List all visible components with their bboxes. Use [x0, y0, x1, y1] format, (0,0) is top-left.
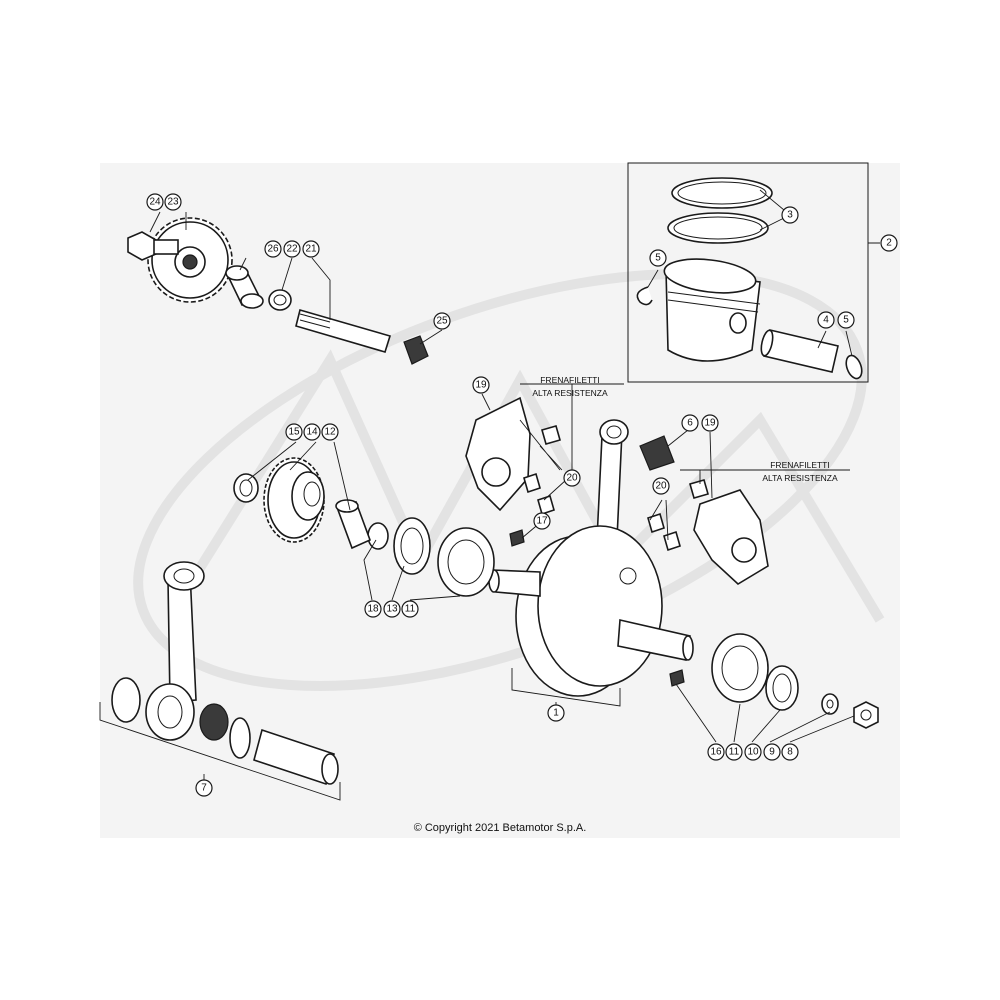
primary-gear	[147, 217, 233, 303]
callout-label: 3	[787, 210, 793, 221]
callout-label: 11	[729, 747, 740, 758]
callout-label: 1	[553, 708, 559, 719]
note-line2: ALTA RESISTENZA	[762, 473, 838, 483]
note-leaders	[149, 189, 880, 786]
callout: 25	[433, 312, 451, 330]
callout-label: 5	[655, 253, 661, 264]
gear-bolt	[127, 231, 179, 261]
callout-label: 4	[823, 315, 829, 326]
o-ring-left	[367, 522, 389, 550]
callout-label: 15	[288, 427, 300, 438]
callout: 9	[763, 743, 781, 761]
callout: 8	[781, 743, 799, 761]
crankshaft	[488, 525, 694, 707]
circlip-left	[636, 286, 653, 306]
oil-seal-right	[765, 665, 799, 711]
callout-label: 6	[687, 418, 693, 429]
callout-label: 19	[704, 418, 716, 429]
shaft-bushing	[225, 265, 264, 309]
piston-pin	[760, 329, 839, 373]
woodruff-key	[509, 529, 525, 547]
callout-label: 18	[367, 604, 379, 615]
callout: 23	[164, 193, 182, 211]
callout-label: 11	[405, 604, 416, 615]
callout: 16	[707, 743, 725, 761]
callout-label: 22	[286, 244, 298, 255]
callout-label: 14	[306, 427, 318, 438]
balancer-shaft	[295, 309, 392, 353]
note-line1: FRENAFILETTI	[540, 375, 600, 385]
callout-label: 16	[710, 747, 722, 758]
callout-label: 8	[787, 747, 793, 758]
callout: 7	[195, 779, 213, 797]
callout-label: 26	[267, 244, 279, 255]
note-line1: FRENAFILETTI	[770, 460, 830, 470]
callout: 20	[652, 477, 670, 495]
callout: 10	[744, 743, 762, 761]
piston-ring	[667, 177, 773, 244]
callout: 13	[383, 600, 401, 618]
callout-label: 10	[747, 747, 759, 758]
callout: 11	[725, 743, 743, 761]
callout-label: 25	[436, 316, 448, 327]
washer-right	[821, 693, 839, 715]
callout: 5	[837, 311, 855, 329]
callout: 20	[563, 469, 581, 487]
callout: 1	[547, 704, 565, 722]
callout: 24	[146, 193, 164, 211]
small-end-bearing	[639, 435, 675, 471]
callout-label: 13	[386, 604, 398, 615]
callout-label: 20	[655, 481, 667, 492]
crank-web-right	[693, 489, 769, 585]
callout-label: 9	[769, 747, 775, 758]
callout: 19	[701, 414, 719, 432]
callout-label: 21	[305, 244, 317, 255]
crank-nut-left	[233, 473, 259, 503]
callout: 19	[472, 376, 490, 394]
threadlocker-note-1: FRENAFILETTI ALTA RESISTENZA	[532, 375, 608, 398]
callout-label: 19	[475, 380, 487, 391]
copyright-notice: © Copyright 2021 Betamotor S.p.A.	[413, 822, 587, 834]
callout: 5	[649, 249, 667, 267]
callout: 3	[781, 206, 799, 224]
callout: 21	[302, 240, 320, 258]
callout: 18	[364, 600, 382, 618]
callout: 17	[533, 512, 551, 530]
callout: 26	[264, 240, 282, 258]
crank-nut-right	[853, 701, 879, 729]
callout-label: 23	[167, 197, 179, 208]
threadlocker-note-2: FRENAFILETTI ALTA RESISTENZA	[762, 460, 838, 483]
needle-bearing-small	[403, 335, 429, 365]
callout-label: 20	[566, 473, 578, 484]
callout: 15	[285, 423, 303, 441]
timing-gear	[263, 457, 325, 543]
callout-label: 2	[886, 238, 892, 249]
callout-label: 5	[843, 315, 849, 326]
callout: 22	[283, 240, 301, 258]
callout-label: 12	[324, 427, 336, 438]
piston	[663, 258, 761, 362]
callout: 4	[817, 311, 835, 329]
crank-web-left	[465, 396, 531, 512]
main-bearing-right	[711, 633, 769, 703]
woodruff-key-right	[669, 669, 685, 687]
callout: 11	[401, 600, 419, 618]
oil-seal-left	[393, 517, 431, 575]
bushing-left	[335, 499, 372, 550]
note-line2: ALTA RESISTENZA	[532, 388, 608, 398]
shaft-bearing	[268, 289, 292, 311]
callout: 14	[303, 423, 321, 441]
connecting-rod-kit	[99, 561, 341, 801]
callout-label: 17	[536, 516, 548, 527]
callout-label: 24	[149, 197, 161, 208]
callout: 6	[681, 414, 699, 432]
callout: 2	[880, 234, 898, 252]
circlip-right	[845, 354, 863, 380]
main-bearing-left	[437, 527, 495, 597]
callout-label: 7	[201, 783, 207, 794]
callout: 12	[321, 423, 339, 441]
